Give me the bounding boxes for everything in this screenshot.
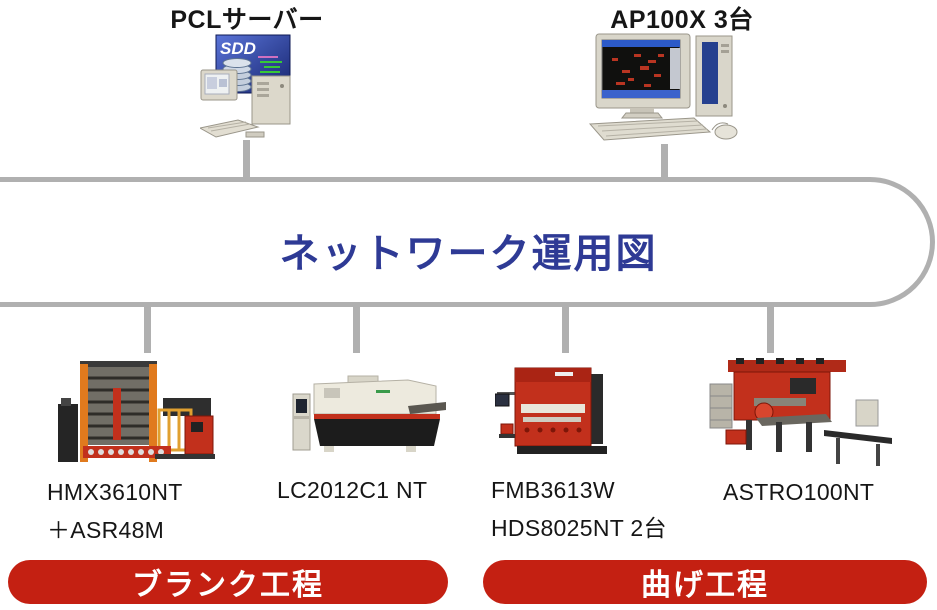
connector-fmb (562, 305, 569, 353)
blank-process-banner: ブランク工程 (8, 560, 448, 604)
astro-bending-cell-image (709, 358, 892, 466)
workstation-monitor (595, 33, 691, 119)
network-band (0, 177, 935, 307)
fmb-label-line1: FMB3613W (491, 477, 615, 503)
connector-astro (767, 305, 774, 353)
connector-pcl (243, 140, 250, 180)
pcl-server-image: SDD (200, 34, 291, 138)
diagram-title: ネットワーク運用図 (279, 232, 658, 276)
workstation-keyboard (588, 117, 712, 141)
ap100x-workstation-image (588, 33, 738, 141)
hmx-storage-rack-image (58, 361, 215, 462)
connector-ap100x (661, 144, 668, 180)
bending-process-label: 曲げ工程 (641, 569, 769, 602)
server-tower (251, 75, 291, 125)
astro-label: ASTRO100NT (723, 479, 875, 505)
server-monitor (200, 69, 238, 101)
bending-process-banner: 曲げ工程 (483, 560, 927, 604)
cad-screen-content (612, 54, 664, 87)
ap100x-label: AP100X 3台 (610, 6, 754, 34)
blank-process-label: ブランク工程 (132, 569, 324, 602)
fmb-press-brake-image (495, 367, 607, 454)
pcl-server-label: PCLサーバー (170, 6, 324, 34)
hmx-label-line2: ＋ASR48M (47, 517, 165, 543)
mouse (711, 122, 738, 140)
hmx-label-line1: HMX3610NT (47, 479, 183, 505)
server-keyboard (200, 119, 265, 138)
workstation-tower (695, 35, 733, 117)
connector-lc (353, 305, 360, 353)
lc-punch-machine-image (292, 375, 446, 452)
fmb-label-line2: HDS8025NT 2台 (491, 515, 667, 541)
connector-hmx (144, 305, 151, 353)
lc-label: LC2012C1 NT (277, 477, 428, 503)
sdd-logo: SDD (220, 39, 256, 58)
